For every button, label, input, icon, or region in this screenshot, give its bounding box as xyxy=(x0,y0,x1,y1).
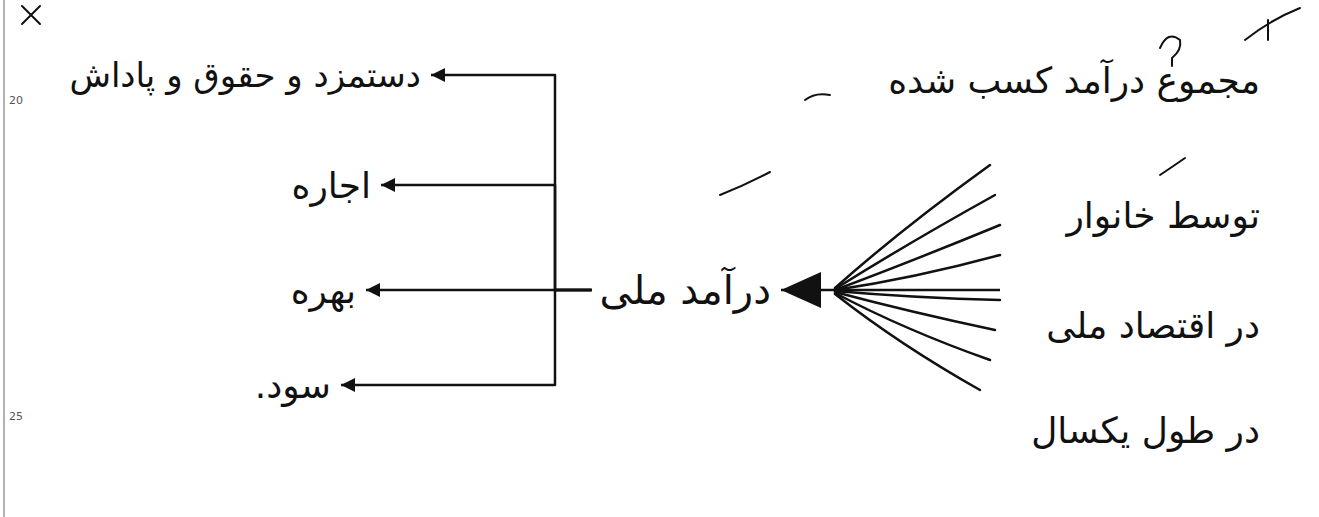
handwritten-text: در طول یکسال xyxy=(1031,408,1260,453)
hand-marks xyxy=(22,6,1300,195)
component-item: اجاره xyxy=(288,161,375,210)
fan-lines xyxy=(835,165,1000,390)
handwritten-text: مجموع درآمد کسب شده xyxy=(888,58,1260,103)
handwritten-text: اجاره xyxy=(292,163,371,208)
connector-arrow xyxy=(341,290,592,392)
component-item: بهره xyxy=(287,266,360,315)
handwritten-text: سود. xyxy=(255,363,331,408)
margin-number: 20 xyxy=(9,94,23,107)
handwritten-text: دستمزد و حقوق و پاداش xyxy=(69,54,421,97)
connector-arrow xyxy=(781,272,1000,308)
handwritten-text: در اقتصاد ملی xyxy=(1046,303,1260,348)
connector-arrow xyxy=(431,68,592,290)
main-concept: درآمد ملی xyxy=(596,263,775,317)
handwritten-text: بهره xyxy=(291,268,356,313)
margin-line xyxy=(3,0,5,517)
handwritten-text: توسط خانوار xyxy=(1066,193,1260,238)
connector-arrow xyxy=(381,178,592,290)
definition-text: مجموع درآمد کسب شدهتوسط خانواردر اقتصاد … xyxy=(1000,40,1300,460)
component-item: سود. xyxy=(251,361,335,410)
component-item: دستمزد و حقوق و پاداش xyxy=(65,52,425,99)
margin-number: 25 xyxy=(9,410,23,423)
handwritten-text: درآمد ملی xyxy=(600,265,771,315)
